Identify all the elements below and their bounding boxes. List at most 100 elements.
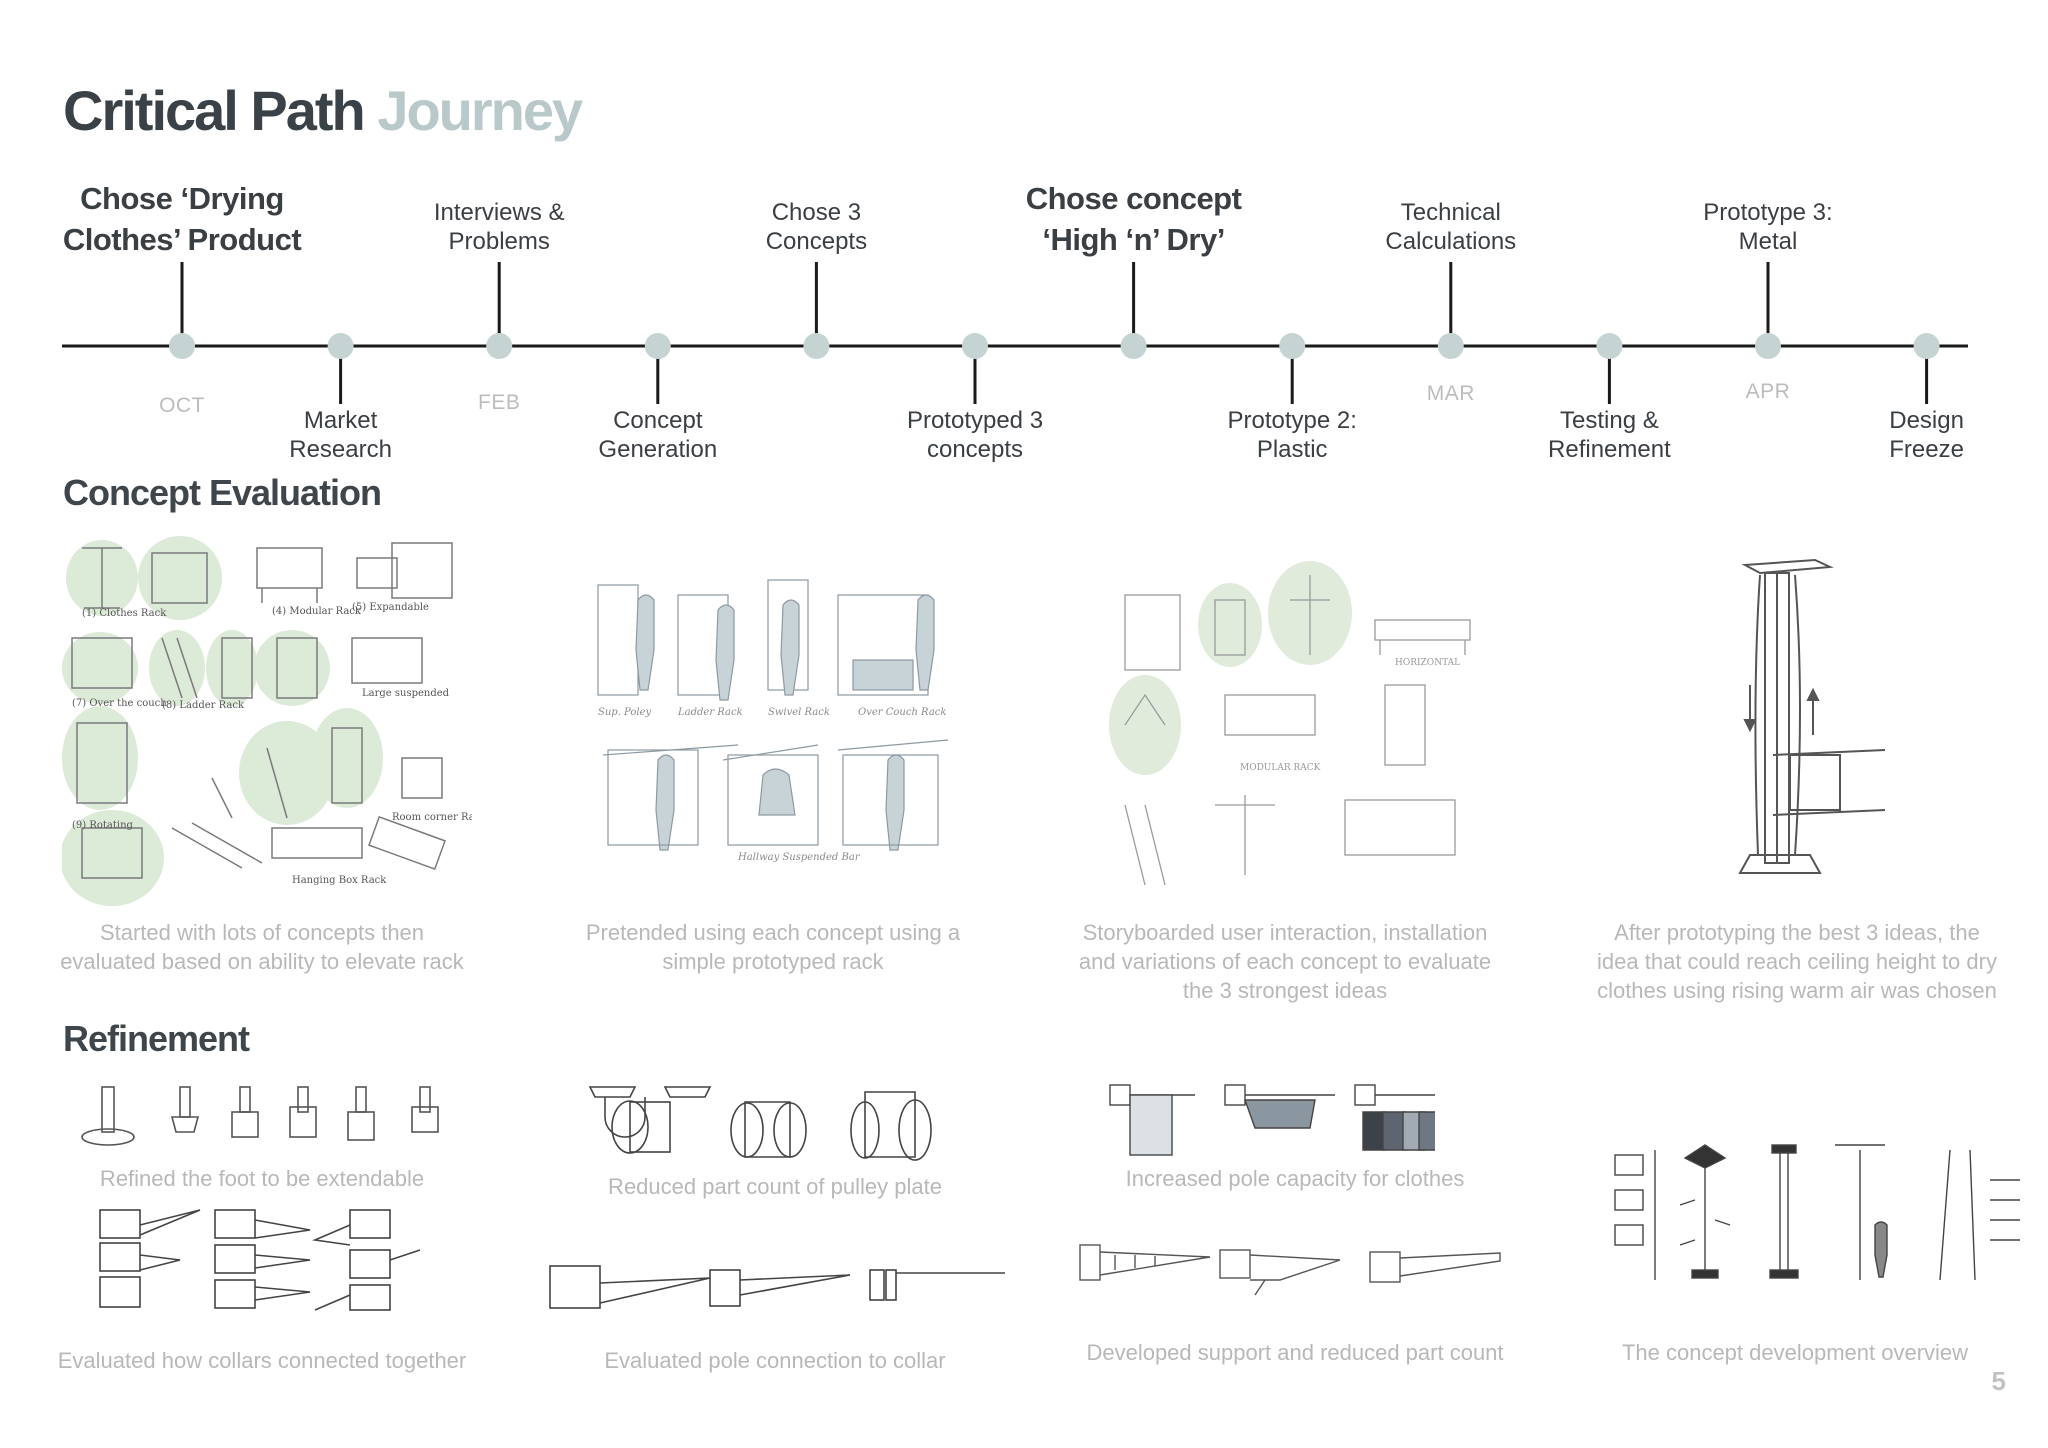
milestone-label-line: Calculations (1385, 228, 1517, 255)
refinement-heading: Refinement (63, 1018, 250, 1059)
timeline-milestone-dot (169, 333, 195, 359)
milestone-label-line: concepts (926, 436, 1024, 463)
caption-pretended: Pretended using each concept using a sim… (586, 918, 960, 976)
svg-text:(9) Rotating: (9) Rotating (72, 820, 134, 831)
timeline-milestone-dot (803, 333, 830, 359)
caption-line: After prototyping the best 3 ideas, the (1614, 920, 1980, 945)
timeline-milestone-dot (962, 333, 988, 359)
foot-sketches (81, 1086, 439, 1146)
milestone-label-line: Testing & (1560, 407, 1659, 434)
milestone-label-line: Refinement (1548, 436, 1671, 463)
chosen-concept-sketch (1738, 558, 1886, 874)
svg-text:(1) Clothes Rack: (1) Clothes Rack (82, 608, 167, 619)
milestone-label-line: Problems (448, 228, 550, 255)
caption-storyboard: Storyboarded user interaction, installat… (1079, 918, 1491, 1005)
caption-chosen: After prototyping the best 3 ideas, the … (1597, 918, 1997, 1005)
caption-capacity: Increased pole capacity for clothes (1125, 1166, 1465, 1191)
milestone-label-line: Chose ‘Drying (80, 181, 284, 216)
timeline-month-label: APR (1745, 380, 1791, 403)
svg-text:Over Couch Rack: Over Couch Rack (858, 707, 946, 718)
pole-connection-sketches (549, 1265, 1005, 1309)
concept-evaluation-heading: Concept Evaluation (63, 472, 382, 513)
caption-line: and variations of each concept to evalua… (1078, 949, 1492, 974)
milestone-label-line: Prototyped 3 (906, 407, 1044, 434)
milestone-label-upper: Prototype 3:Metal (1703, 198, 1832, 256)
timeline-milestone-dot (1279, 333, 1306, 359)
caption-collars: Evaluated how collars connected together (57, 1348, 467, 1373)
svg-text:HORIZONTAL: HORIZONTAL (1395, 658, 1460, 668)
timeline-milestone-dot (1596, 333, 1623, 359)
caption-concepts: Started with lots of concepts then evalu… (60, 918, 464, 976)
caption-line: simple prototyped rack (662, 949, 884, 974)
milestone-label-lower: Testing &Refinement (1548, 406, 1671, 464)
timeline-milestone-dot (1437, 333, 1464, 359)
svg-text:(7) Over the couch: (7) Over the couch (72, 698, 167, 709)
timeline-milestone-dot (1120, 333, 1147, 359)
svg-text:Hallway Suspended Bar: Hallway Suspended Bar (737, 852, 861, 863)
svg-text:Sup. Poley: Sup. Poley (598, 707, 652, 718)
concept-overview-sketches (1614, 1144, 2020, 1281)
milestone-label-line: Prototype 2: (1227, 407, 1357, 434)
milestone-label-line: Chose 3 (771, 199, 862, 226)
svg-text:Swivel Rack: Swivel Rack (768, 707, 830, 718)
milestone-label-line: Research (289, 436, 392, 463)
page-title: Critical Path Journey (63, 78, 583, 143)
svg-text:MODULAR RACK: MODULAR RACK (1240, 763, 1321, 773)
timeline-month-label: FEB (478, 391, 521, 414)
timeline-month-label: OCT (159, 394, 205, 417)
pulley-plate-sketches (588, 1086, 932, 1161)
milestone-label-line: Prototype 3: (1703, 199, 1833, 226)
prototype-usage-image: Sup. Poley Ladder Rack Swivel Rack Over Co… (597, 579, 949, 863)
timeline-milestone-dot (486, 333, 513, 359)
milestone-label-line: Market (303, 407, 378, 434)
caption-line: evaluated based on ability to elevate ra… (60, 949, 464, 974)
timeline-milestone-dot (644, 333, 671, 359)
storyboard-image: MODULAR RACK HORIZONTAL (1109, 561, 1471, 886)
milestone-label-lower: Prototype 2:Plastic (1227, 406, 1356, 464)
milestone-label-line: Technical (1400, 199, 1501, 226)
milestone-label-line: Interviews & (433, 199, 565, 226)
title-main: Critical Path (63, 79, 366, 142)
caption-line: the 3 strongest ideas (1182, 978, 1388, 1003)
page-number: 5 (1991, 1366, 2006, 1396)
caption-line: Pretended using each concept using a (585, 920, 961, 945)
caption-pulley: Reduced part count of pulley plate (608, 1174, 942, 1199)
milestone-label-line: Concept (613, 407, 703, 434)
svg-text:Hanging Box Rack: Hanging Box Rack (292, 875, 387, 886)
caption-line: Started with lots of concepts then (99, 920, 425, 945)
milestone-label-line: Design (1889, 407, 1964, 434)
highlight-blobs (62, 536, 383, 906)
caption-foot: Refined the foot to be extendable (99, 1166, 425, 1191)
caption-line: idea that could reach ceiling height to … (1597, 949, 1997, 974)
milestone-label-line: Concepts (765, 228, 868, 255)
support-sketches (1079, 1244, 1501, 1296)
caption-line: Storyboarded user interaction, installat… (1082, 920, 1488, 945)
timeline-graphic (62, 262, 1968, 404)
caption-line: clothes using rising warm air was chosen (1597, 978, 1997, 1003)
svg-text:(8) Ladder Rack: (8) Ladder Rack (162, 700, 245, 711)
caption-overview: The concept development overview (1621, 1340, 1969, 1365)
concept-sketches-image: (1) Clothes Rack (4) Modular Rack (5) Ex… (62, 536, 472, 906)
milestone-label-line: Clothes’ Product (62, 222, 302, 257)
timeline-month-label: MAR (1426, 382, 1475, 405)
timeline-milestone-dot (1755, 333, 1781, 359)
milestone-label-line: Metal (1738, 228, 1798, 255)
caption-support: Developed support and reduced part count (1086, 1340, 1504, 1365)
milestone-label-line: Chose concept (1025, 181, 1242, 216)
collar-sketches (99, 1209, 421, 1311)
timeline-milestone-dot (1913, 333, 1940, 359)
svg-text:Room corner Rack: Room corner Rack (392, 812, 472, 823)
title-accent: Journey (377, 79, 583, 142)
svg-text:(5) Expandable: (5) Expandable (352, 602, 429, 613)
milestone-label-upper: Interviews &Problems (434, 198, 565, 256)
milestone-label-line: ‘High ‘n’ Dry’ (1042, 222, 1225, 257)
svg-text:Ladder Rack: Ladder Rack (677, 707, 743, 718)
